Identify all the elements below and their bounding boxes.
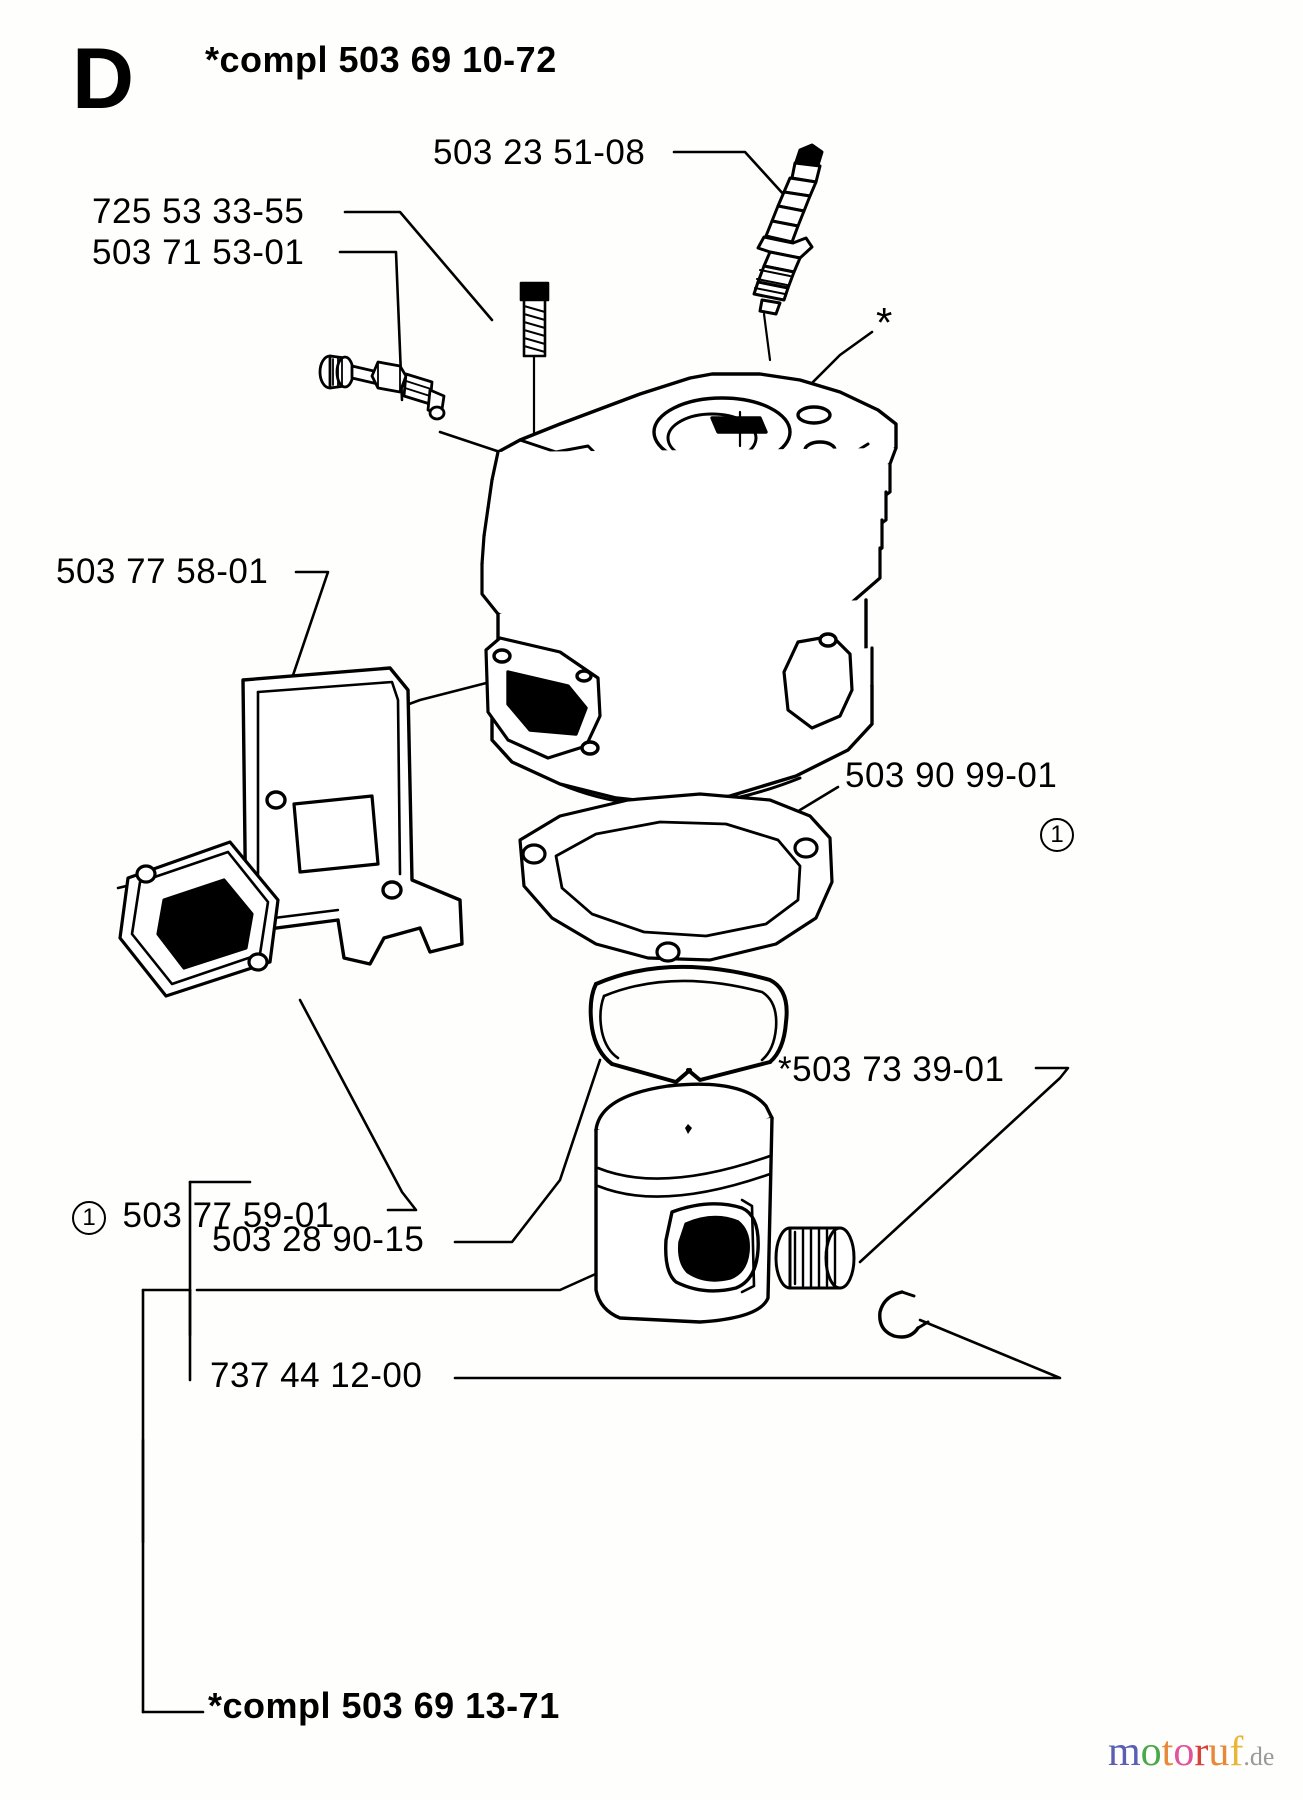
page-title: *compl 503 69 10-72 bbox=[205, 39, 557, 80]
label-cylinder-base-gasket-note: 1 bbox=[1040, 818, 1074, 852]
bracket-assembly-complete bbox=[141, 1288, 192, 1544]
circled-one-gasket: 1 bbox=[1040, 818, 1074, 852]
cylinder-base-gasket-part bbox=[518, 792, 834, 963]
needle-bearing-part bbox=[774, 1226, 856, 1290]
label-assembly-complete: *compl 503 69 13-71 bbox=[208, 1685, 560, 1726]
piston-ring-part bbox=[588, 965, 789, 1084]
cylinder-part bbox=[480, 372, 898, 807]
piston-part bbox=[594, 1082, 774, 1324]
label-decompression-valve: 725 53 33-55 bbox=[92, 192, 305, 231]
wm-letter-o2: o bbox=[1173, 1729, 1195, 1775]
spark-plug-part bbox=[752, 143, 824, 362]
wm-letter-u: u bbox=[1208, 1729, 1230, 1775]
wm-letter-f: f bbox=[1229, 1729, 1244, 1775]
decompression-valve-part bbox=[318, 354, 446, 421]
label-needle-bearing-circlip: 737 44 12-00 bbox=[210, 1356, 423, 1395]
label-spark-plug: 503 23 51-08 bbox=[433, 133, 646, 172]
label-cylinder-base-gasket: 503 90 99-01 bbox=[845, 756, 1058, 795]
label-piston-rings: *503 73 39-01 bbox=[778, 1050, 1005, 1089]
section-letter: D bbox=[72, 31, 135, 127]
label-heat-shield: 503 77 58-01 bbox=[56, 552, 269, 591]
circled-one-exhaust-gasket: 1 bbox=[72, 1201, 106, 1235]
exhaust-gasket-part bbox=[118, 840, 280, 998]
wm-letter-r: r bbox=[1194, 1729, 1209, 1775]
cylinder-screw-part bbox=[519, 281, 550, 489]
label-exhaust-gasket: 503 77 59-01 bbox=[122, 1196, 335, 1235]
label-piston: 503 28 90-15 bbox=[212, 1220, 425, 1259]
bracket-assembly-complete-lower bbox=[141, 1438, 205, 1714]
wm-letter-o1: o bbox=[1140, 1729, 1162, 1775]
heat-shield-part bbox=[241, 666, 464, 966]
watermark-motoruf: motoruf.de bbox=[1108, 1728, 1274, 1776]
label-cylinder-asterisk: * bbox=[876, 299, 893, 346]
wm-letter-t: t bbox=[1161, 1729, 1174, 1775]
circlip-part bbox=[878, 1290, 930, 1339]
wm-domain: .de bbox=[1243, 1742, 1275, 1771]
label-exhaust-gasket-row: 1 503 77 59-01 bbox=[72, 1198, 335, 1235]
label-decompression-nipple: 503 71 53-01 bbox=[92, 233, 305, 272]
wm-letter-m: m bbox=[1108, 1729, 1141, 1775]
